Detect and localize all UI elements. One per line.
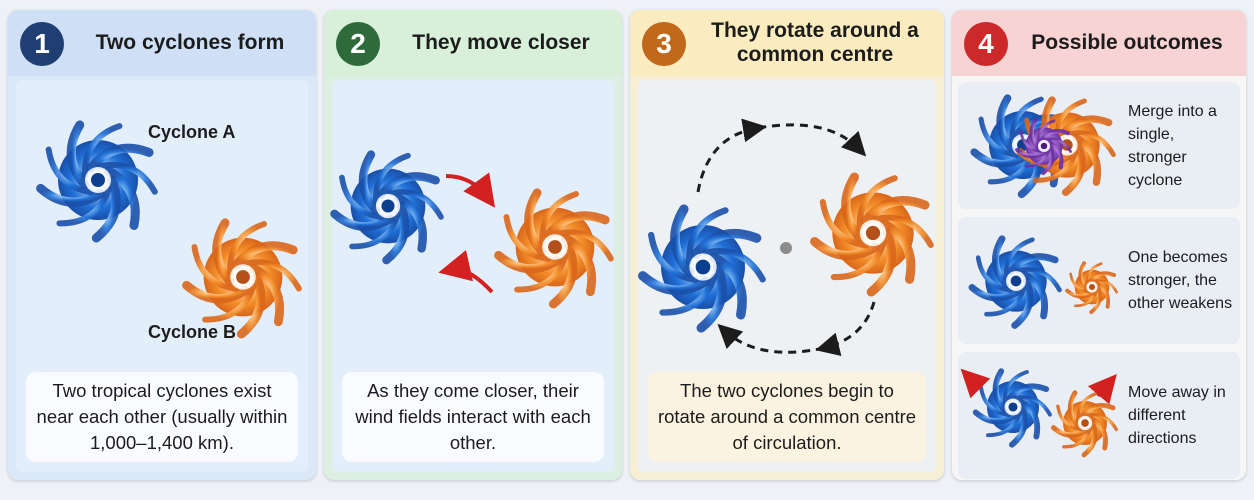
panel-title: Two cyclones form	[95, 31, 285, 54]
panel-possible-outcomes: 4 Possible outcomes Merge into a single,…	[952, 10, 1246, 480]
cyclone-a-icon	[36, 120, 158, 243]
panel-body: Merge into a single, stronger cyclone On…	[952, 80, 1246, 479]
panel-title: Possible outcomes	[1031, 31, 1223, 54]
step-number-badge: 2	[336, 22, 380, 66]
panel-caption: The two cyclones begin to rotate around …	[648, 372, 926, 462]
panel-caption: Two tropical cyclones exist near each ot…	[26, 372, 298, 462]
departing-cyclone-orange-icon	[1050, 390, 1118, 458]
outcome-text: Move away in different directions	[1128, 384, 1226, 447]
panel-body: Cyclone A Cyclone B Two tropical cyclone…	[16, 80, 308, 472]
strong-cyclone-icon	[968, 235, 1062, 329]
panel-header: 2 They move closer	[324, 10, 622, 76]
cyclone-blue-icon	[330, 150, 444, 265]
approach-arrows-icon	[438, 172, 496, 294]
outcome-text: One becomes stronger, the other weakens	[1128, 249, 1233, 312]
move-away-arrows-icon	[960, 368, 1117, 405]
step-number-badge: 4	[964, 22, 1008, 66]
step-number-badge: 3	[642, 22, 686, 66]
weak-cyclone-icon	[1065, 261, 1118, 315]
merged-core-icon	[1015, 118, 1072, 176]
step-number-badge: 1	[20, 22, 64, 66]
cyclone-a-label: Cyclone A	[148, 122, 236, 142]
cyclone-orange-icon	[810, 172, 934, 297]
cyclone-b-icon	[182, 218, 302, 339]
panel-title: They move closer	[412, 31, 590, 54]
panel-header: 3 They rotate around a common centre	[630, 10, 944, 76]
panel-title: They rotate around a common centre	[711, 19, 919, 66]
panel-header: 1 Two cyclones form	[8, 10, 316, 76]
panel-header: 4 Possible outcomes	[952, 10, 1246, 76]
cyclone-blue-icon	[638, 204, 766, 333]
panel-they-move-closer: 2 They move closer As they come closer, …	[324, 10, 622, 480]
outcome-merge: Merge into a single, stronger cyclone	[958, 82, 1240, 209]
panel-body: The two cyclones begin to rotate around …	[638, 80, 936, 472]
outcome-one-stronger: One becomes stronger, the other weakens	[958, 217, 1240, 344]
cyclone-orange-icon	[494, 188, 614, 309]
departing-cyclone-blue-icon	[972, 368, 1052, 448]
panel-body: As they come closer, their wind fields i…	[330, 80, 614, 472]
panel-caption: As they come closer, their wind fields i…	[342, 372, 604, 462]
panel-two-cyclones-form: 1 Two cyclones form Cyclone A Cyclone B …	[8, 10, 316, 480]
rotation-path-icon	[696, 118, 876, 356]
panel-rotate-common-centre: 3 They rotate around a common centre The…	[630, 10, 944, 480]
outcome-text: Merge into a single, stronger cyclone	[1128, 102, 1217, 189]
cyclone-b-label: Cyclone B	[148, 322, 237, 342]
outcome-move-away: Move away in different directions	[958, 352, 1240, 479]
common-centre-dot	[780, 242, 792, 254]
